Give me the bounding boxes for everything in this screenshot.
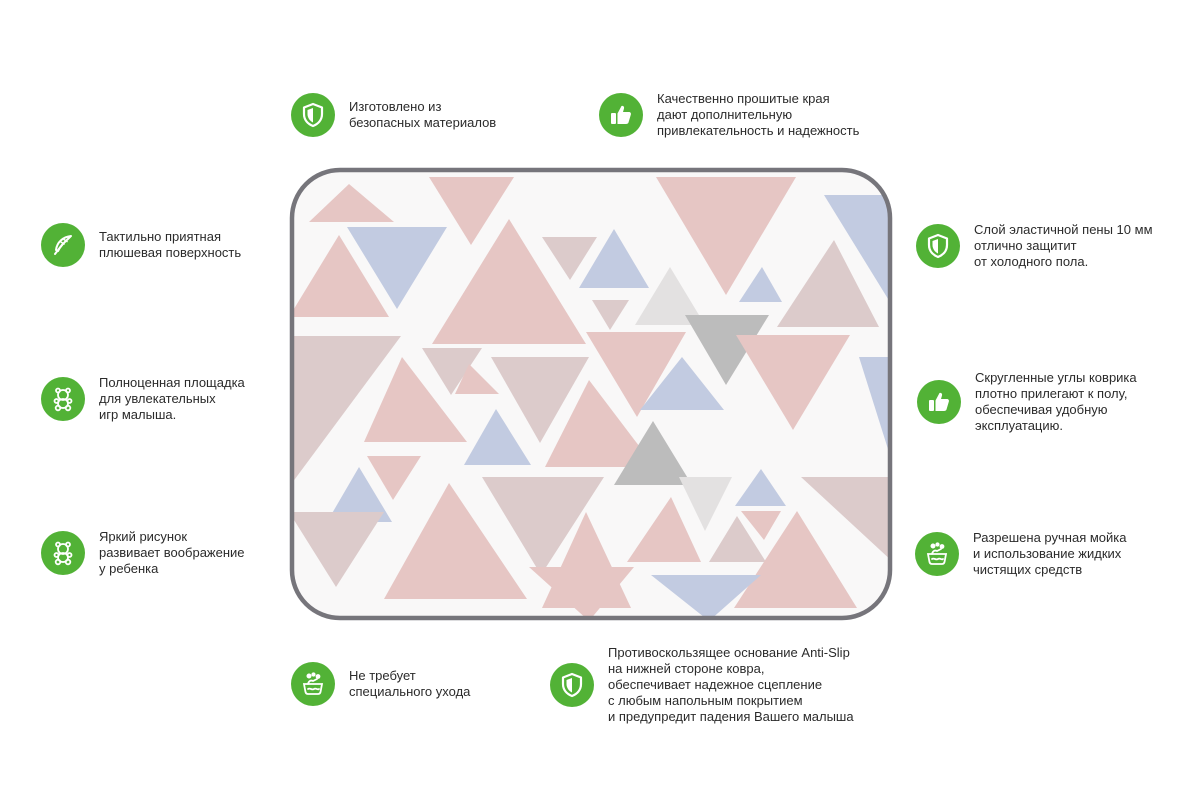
pattern-triangle [545, 380, 655, 467]
hand-wash-icon [291, 662, 335, 706]
feature-no-special-care: Не требует специального ухода [291, 662, 470, 706]
hand-wash-icon [915, 532, 959, 576]
rug-border [289, 167, 893, 621]
pattern-triangle [640, 357, 724, 410]
pattern-triangle [309, 184, 394, 222]
pattern-triangle [292, 235, 389, 317]
pattern-triangle [801, 477, 890, 562]
pattern-triangle [432, 219, 586, 344]
pattern-triangle [429, 177, 514, 245]
pattern-triangle [614, 421, 692, 485]
feature-anti-slip: Противоскользящее основание Anti-Slip на… [550, 645, 854, 725]
pattern-triangle [292, 512, 384, 587]
pattern-triangle [777, 240, 879, 327]
thumbs-up-icon [917, 380, 961, 424]
pattern-triangle [635, 267, 705, 325]
feature-safe-materials: Изготовлено из безопасных материалов [291, 93, 496, 137]
pattern-triangle [592, 300, 629, 330]
pattern-triangle [651, 575, 761, 618]
pattern-triangle [364, 357, 467, 442]
pattern-triangle [735, 469, 786, 506]
pattern-triangle [491, 357, 589, 443]
feature-bright-pattern: Яркий рисунок развивает воображение у ре… [41, 529, 245, 577]
pattern-triangle [367, 456, 421, 500]
pattern-triangle [736, 335, 850, 430]
feature-text: Слой эластичной пены 10 мм отлично защит… [974, 222, 1153, 269]
feature-stitched-edges: Качественно прошитые края дают дополните… [599, 91, 859, 139]
pattern-triangle [739, 267, 782, 302]
pattern-triangle [586, 332, 686, 417]
feature-text: Противоскользящее основание Anti-Slip на… [608, 645, 854, 724]
pattern-triangle [679, 477, 732, 531]
feature-text: Изготовлено из безопасных материалов [349, 99, 497, 130]
pattern-triangle [455, 364, 499, 394]
pattern-triangle [627, 497, 701, 562]
pattern-triangle [685, 315, 769, 385]
teddy-bear-icon [41, 531, 85, 575]
pattern-triangle [859, 357, 890, 465]
feature-hand-wash: Разрешена ручная мойка и использование ж… [915, 530, 1126, 578]
feature-rounded-corners: Скругленные углы коврика плотно прилегаю… [917, 370, 1137, 434]
pattern-triangle [422, 348, 482, 395]
feature-foam-layer: Слой эластичной пены 10 мм отлично защит… [916, 222, 1153, 270]
feature-plush-surface: Тактильно приятная плюшевая поверхность [41, 223, 241, 267]
thumbs-up-icon [599, 93, 643, 137]
feature-text: Полноценная площадка для увлекательных и… [99, 375, 245, 422]
pattern-triangle [741, 511, 781, 540]
pattern-triangle [464, 409, 531, 465]
feature-text: Качественно прошитые края дают дополните… [657, 91, 860, 138]
pattern-triangle [347, 227, 447, 309]
shield-icon [916, 224, 960, 268]
pattern-triangle [482, 477, 604, 575]
pattern-triangle [579, 229, 649, 288]
pattern-triangle [384, 483, 527, 599]
teddy-bear-icon [41, 377, 85, 421]
feather-icon [41, 223, 85, 267]
feature-text: Не требует специального ухода [349, 668, 471, 699]
pattern-triangle [529, 567, 634, 618]
shield-icon [550, 663, 594, 707]
pattern-triangle [709, 516, 766, 562]
pattern-triangle [656, 177, 796, 295]
pattern-triangle [292, 336, 401, 487]
triangle-pattern [292, 170, 890, 618]
feature-text: Разрешена ручная мойка и использование ж… [973, 530, 1127, 577]
shield-icon [291, 93, 335, 137]
rug-illustration [289, 167, 893, 621]
pattern-triangle [327, 467, 392, 522]
pattern-triangle [824, 195, 890, 307]
pattern-triangle [734, 511, 857, 608]
feature-text: Яркий рисунок развивает воображение у ре… [99, 529, 245, 576]
feature-text: Тактильно приятная плюшевая поверхность [99, 229, 242, 260]
pattern-triangle [542, 237, 597, 280]
feature-play-area: Полноценная площадка для увлекательных и… [41, 375, 245, 423]
feature-text: Скругленные углы коврика плотно прилегаю… [975, 370, 1137, 433]
